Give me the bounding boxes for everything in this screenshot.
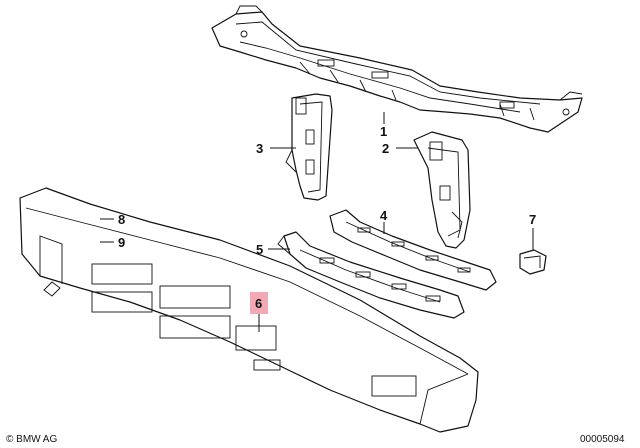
callout-1[interactable]: 1 (380, 112, 387, 139)
part-7-small-bracket[interactable] (519, 249, 547, 275)
callout-9[interactable]: 9 (100, 235, 125, 250)
callout-4[interactable]: 4 (380, 208, 388, 234)
part-5-bumper-carrier[interactable] (277, 231, 465, 319)
callout-2[interactable]: 2 (382, 141, 418, 156)
diagram-number: 00005094 (580, 434, 625, 445)
callout-label: 8 (118, 212, 125, 227)
callout-8[interactable]: 8 (100, 212, 125, 227)
part-2-right-bracket[interactable] (413, 131, 471, 249)
callout-5[interactable]: 5 (256, 242, 290, 257)
callout-7[interactable]: 7 (529, 212, 536, 250)
callout-label: 7 (529, 212, 536, 227)
brand-copyright: © BMW AG (6, 434, 57, 445)
callout-label: 5 (256, 242, 263, 257)
callout-label: 9 (118, 235, 125, 250)
part-3-left-bracket[interactable] (285, 93, 333, 201)
callout-highlight (250, 292, 268, 314)
part-4-reinforcement[interactable] (329, 209, 497, 291)
callout-3[interactable]: 3 (256, 141, 296, 156)
callout-label: 1 (380, 124, 387, 139)
callout-label: 6 (255, 296, 262, 311)
part-1-crossmember[interactable] (211, 5, 583, 133)
callout-6[interactable]: 6 (250, 292, 268, 332)
callout-label: 2 (382, 141, 389, 156)
callout-label: 3 (256, 141, 263, 156)
callout-label: 4 (380, 208, 388, 223)
part-6-bumper-cover[interactable] (19, 187, 479, 433)
